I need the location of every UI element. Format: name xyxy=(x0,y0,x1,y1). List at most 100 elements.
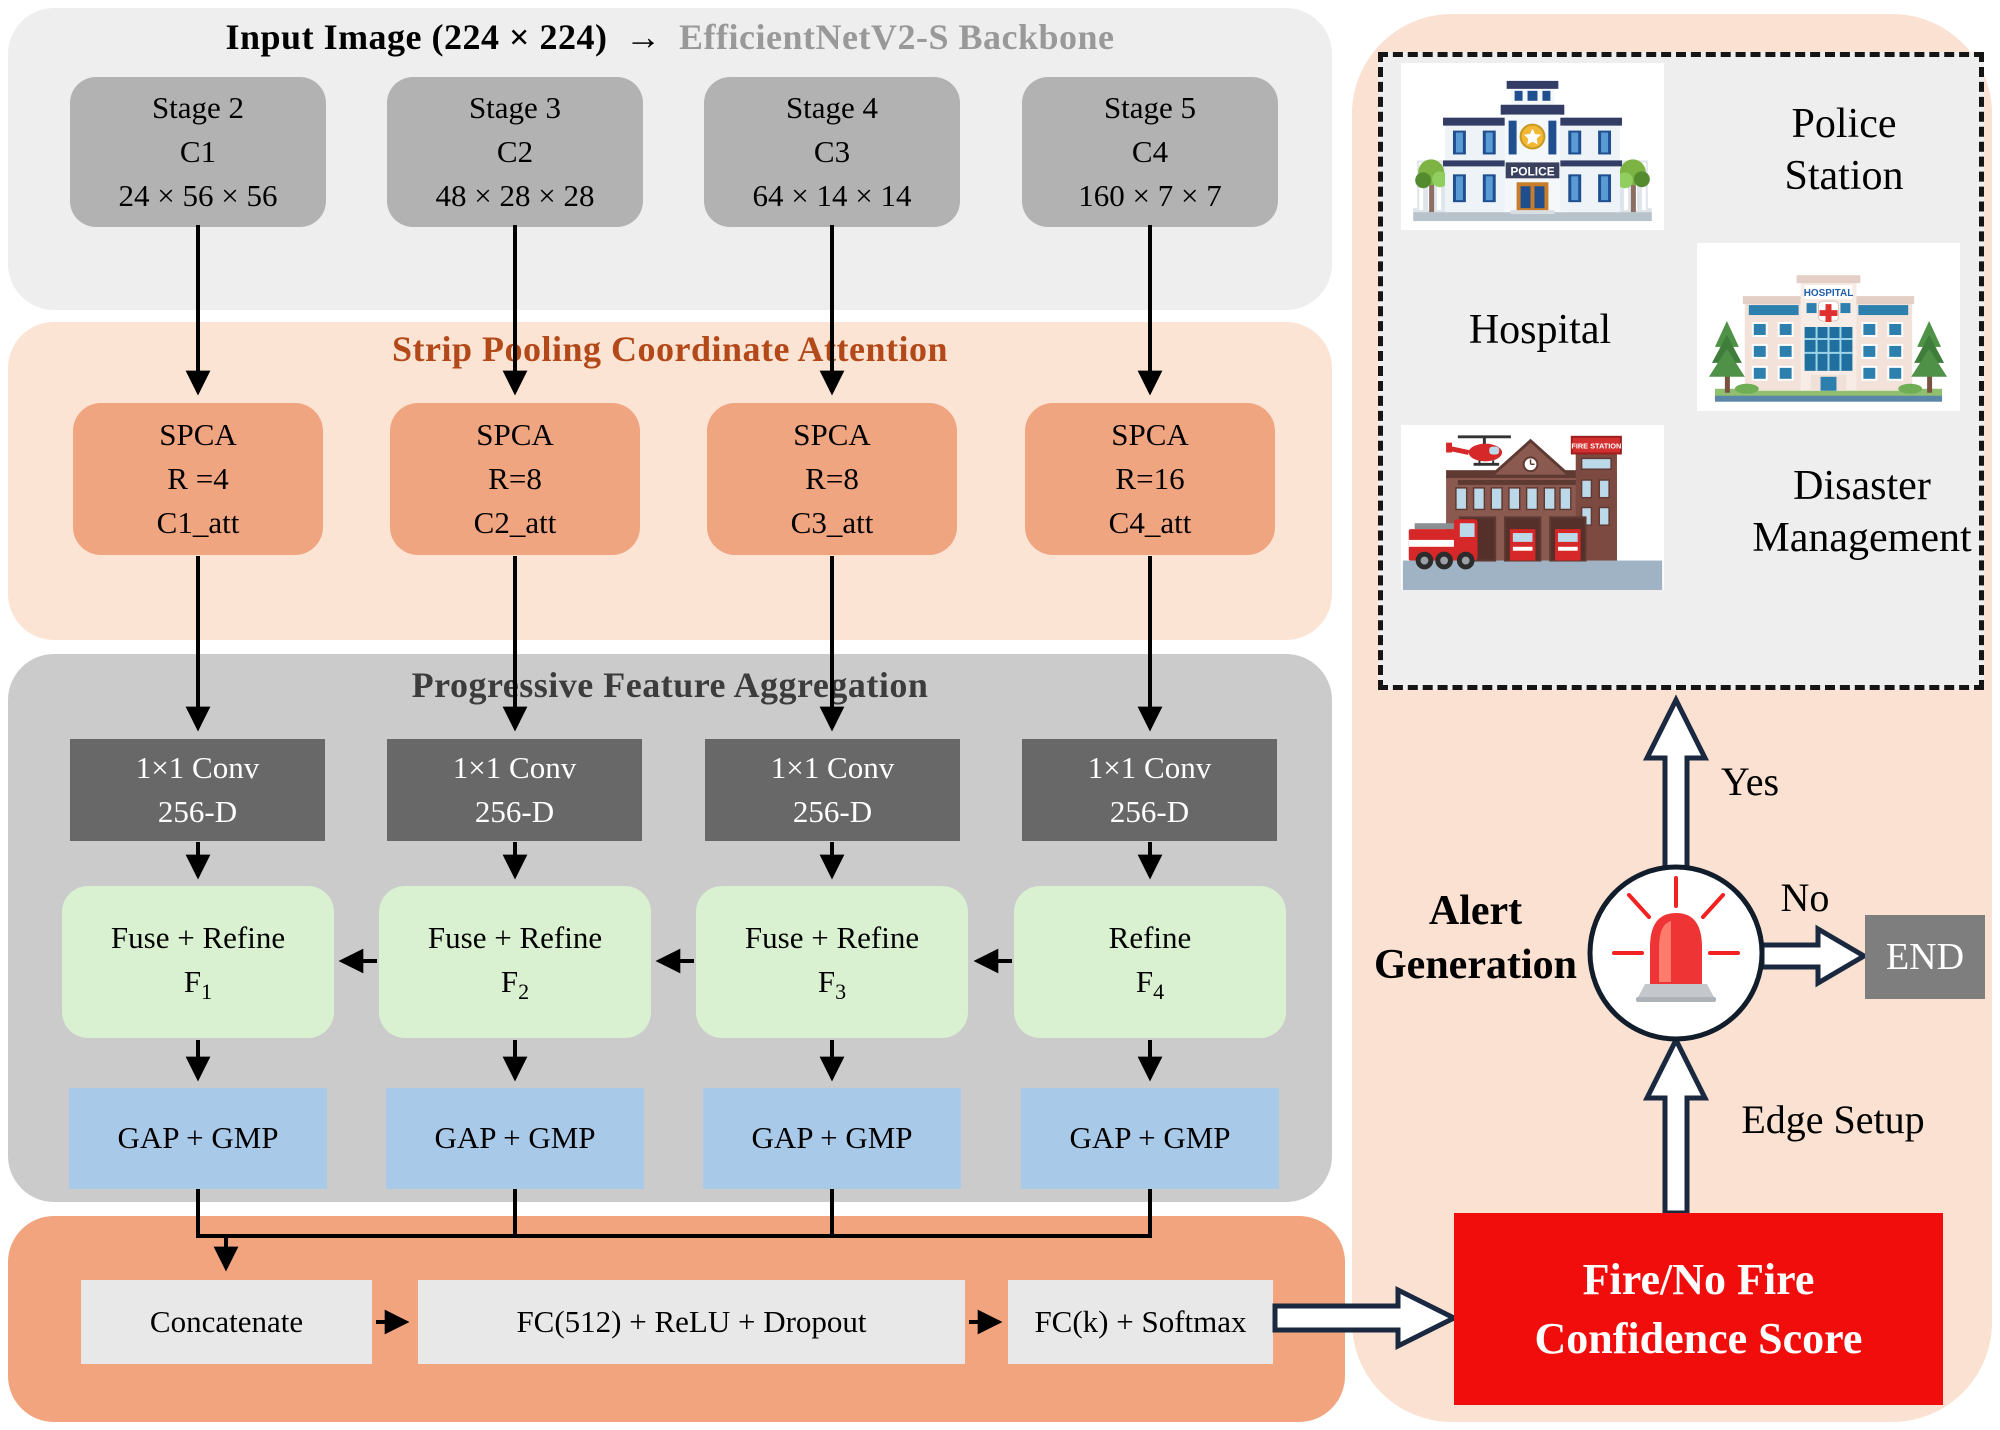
stage-1-shape: 24 × 56 × 56 xyxy=(118,178,278,213)
spca-2-output: C2_att xyxy=(473,505,557,540)
hospital-sign-text: HOSPITAL xyxy=(1804,288,1854,299)
spca-1-name: SPCA xyxy=(159,416,237,452)
spca-4-name: SPCA xyxy=(1111,416,1189,452)
fuse-2-symbol: F2 xyxy=(501,960,529,1007)
spca-2-ratio: R=8 xyxy=(488,460,542,496)
no-label: No xyxy=(1780,875,1830,920)
fuse-1-symbol: F1 xyxy=(184,960,212,1007)
stage-4-shape: 160 × 7 × 7 xyxy=(1078,178,1222,213)
hospital-label: Hospital xyxy=(1468,307,1612,353)
conv-2-dim: 256-D xyxy=(474,794,555,829)
stage-1-name: Stage 2 xyxy=(151,89,245,125)
fuse-3-symbol: F3 xyxy=(818,960,846,1007)
conv-1-dim: 256-D xyxy=(157,794,238,829)
pool-box-1: GAP + GMP xyxy=(69,1088,327,1189)
conv-3-op: 1×1 Conv xyxy=(770,749,895,785)
police-station-label: Police Station xyxy=(1734,98,1954,202)
pfa-title: Progressive Feature Aggregation xyxy=(411,665,929,705)
concatenate-box: Concatenate xyxy=(81,1280,372,1364)
pool-box-3: GAP + GMP xyxy=(703,1088,961,1189)
alert-generation-label: Alert Generation xyxy=(1368,884,1583,992)
confidence-score-box: Fire/No Fire Confidence Score xyxy=(1454,1213,1943,1405)
spca-4-ratio: R=16 xyxy=(1115,460,1185,496)
confidence-line2: Confidence Score xyxy=(1534,1314,1863,1363)
disaster-label-line2: Management xyxy=(1752,515,1972,561)
fuse-1-sub: 1 xyxy=(201,979,213,1005)
stage-2-feature: C2 xyxy=(496,133,534,169)
fire-station-sign-text: FIRE STATION xyxy=(1571,442,1621,451)
stage-1-feature: C1 xyxy=(179,133,217,169)
fuse-3-op: Fuse + Refine xyxy=(744,920,920,956)
stage-2-name: Stage 3 xyxy=(468,89,562,125)
alert-label-line2: Generation xyxy=(1374,942,1577,988)
spca-box-2: SPCA R=8 C2_att xyxy=(390,403,640,555)
spca-title: Strip Pooling Coordinate Attention xyxy=(391,329,948,369)
stage-3-feature: C3 xyxy=(813,133,851,169)
police-sign-text: POLICE xyxy=(1510,164,1554,178)
stage-3-name: Stage 4 xyxy=(785,89,879,125)
fuse-box-3: Fuse + Refine F3 xyxy=(696,886,968,1038)
pool-box-4: GAP + GMP xyxy=(1021,1088,1279,1189)
spca-1-ratio: R =4 xyxy=(167,460,229,496)
conv-box-1: 1×1 Conv 256-D xyxy=(70,739,325,841)
fuse-box-1: Fuse + Refine F1 xyxy=(62,886,334,1038)
fck-softmax-box: FC(k) + Softmax xyxy=(1008,1280,1273,1364)
fuse-2-f: F xyxy=(500,964,519,1000)
conv-4-op: 1×1 Conv xyxy=(1087,749,1212,785)
police-station-label-line2: Station xyxy=(1784,153,1904,199)
stage-box-3: Stage 4 C3 64 × 14 × 14 xyxy=(704,77,960,227)
backbone-title-name: EfficientNetV2-S Backbone xyxy=(679,17,1115,57)
conv-box-4: 1×1 Conv 256-D xyxy=(1022,739,1277,841)
police-station-icon: POLICE xyxy=(1401,63,1664,230)
fire-station-icon: FIRE STATION xyxy=(1401,425,1664,590)
stage-box-1: Stage 2 C1 24 × 56 × 56 xyxy=(70,77,326,227)
fuse-2-op: Fuse + Refine xyxy=(427,920,603,956)
refine-4-op: Refine xyxy=(1108,920,1192,956)
stage-box-4: Stage 5 C4 160 × 7 × 7 xyxy=(1022,77,1278,227)
spca-3-output: C3_att xyxy=(790,505,874,540)
stage-3-shape: 64 × 14 × 14 xyxy=(752,178,912,213)
fuse-1-f: F xyxy=(183,964,202,1000)
disaster-management-label: Disaster Management xyxy=(1712,460,2000,564)
spca-1-output: C1_att xyxy=(156,505,240,540)
refine-4-sub: 4 xyxy=(1153,979,1165,1005)
spca-3-name: SPCA xyxy=(793,416,871,452)
stage-4-feature: C4 xyxy=(1131,133,1169,169)
pool-box-2: GAP + GMP xyxy=(386,1088,644,1189)
fuse-2-sub: 2 xyxy=(518,979,530,1005)
spca-3-ratio: R=8 xyxy=(805,460,859,496)
spca-4-output: C4_att xyxy=(1108,505,1192,540)
yes-label: Yes xyxy=(1720,759,1780,804)
refine-4-f: F xyxy=(1135,964,1154,1000)
fuse-3-f: F xyxy=(817,964,836,1000)
stage-2-shape: 48 × 28 × 28 xyxy=(435,178,595,213)
stage-box-2: Stage 3 C2 48 × 28 × 28 xyxy=(387,77,643,227)
fuse-3-sub: 3 xyxy=(835,979,847,1005)
spca-box-1: SPCA R =4 C1_att xyxy=(73,403,323,555)
police-station-label-line1: Police xyxy=(1791,101,1897,147)
fc512-box: FC(512) + ReLU + Dropout xyxy=(418,1280,965,1364)
alert-label-line1: Alert xyxy=(1428,888,1523,934)
spca-box-3: SPCA R=8 C3_att xyxy=(707,403,957,555)
edge-setup-label: Edge Setup xyxy=(1741,1097,1925,1142)
conv-4-dim: 256-D xyxy=(1109,794,1190,829)
refine-box-4: Refine F4 xyxy=(1014,886,1286,1038)
disaster-label-line1: Disaster xyxy=(1793,463,1931,509)
hospital-icon: HOSPITAL xyxy=(1697,243,1960,411)
conv-1-op: 1×1 Conv xyxy=(135,749,260,785)
spca-2-name: SPCA xyxy=(476,416,554,452)
refine-4-symbol: F4 xyxy=(1136,960,1164,1007)
conv-2-op: 1×1 Conv xyxy=(452,749,577,785)
stage-4-name: Stage 5 xyxy=(1103,89,1197,125)
end-box: END xyxy=(1865,915,1985,999)
fuse-box-2: Fuse + Refine F2 xyxy=(379,886,651,1038)
spca-box-4: SPCA R=16 C4_att xyxy=(1025,403,1275,555)
backbone-title-input: Input Image (224 × 224) xyxy=(225,17,608,57)
backbone-title: Input Image (224 × 224) → EfficientNetV2… xyxy=(8,16,1332,58)
confidence-line1: Fire/No Fire xyxy=(1582,1254,1815,1304)
conv-box-3: 1×1 Conv 256-D xyxy=(705,739,960,841)
right-arrow-glyph: → xyxy=(625,17,662,57)
fuse-1-op: Fuse + Refine xyxy=(110,920,286,956)
conv-box-2: 1×1 Conv 256-D xyxy=(387,739,642,841)
